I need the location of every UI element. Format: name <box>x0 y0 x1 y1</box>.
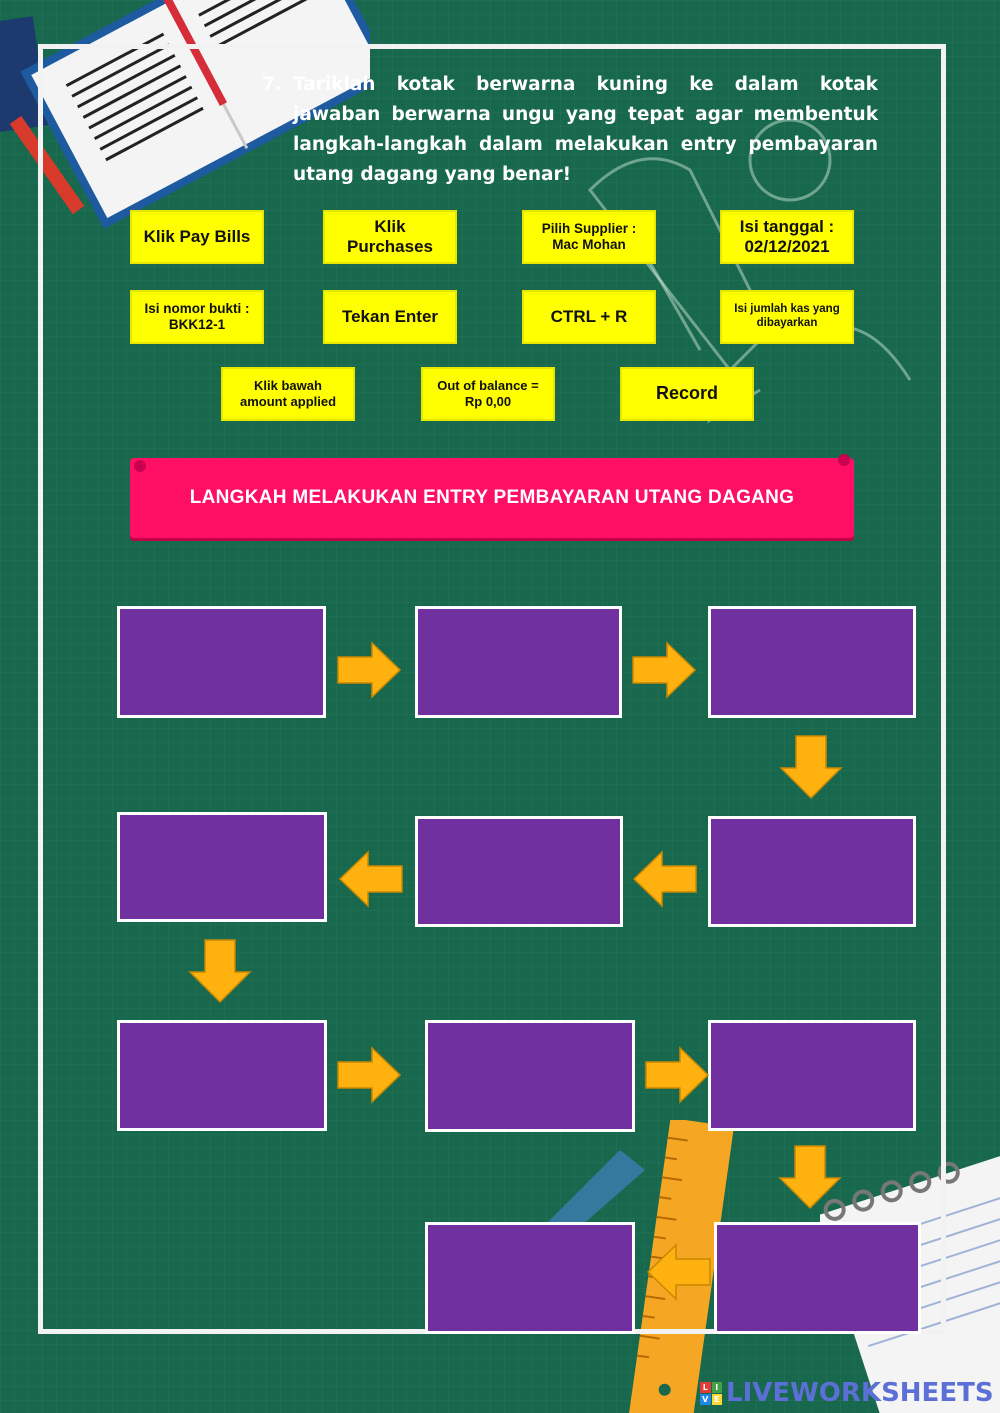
answer-slot-3[interactable] <box>708 606 916 718</box>
option-ctrl-r[interactable]: CTRL + R <box>522 290 656 344</box>
option-klik-bawah-amount-applied[interactable]: Klik bawah amount applied <box>221 367 355 421</box>
arrow-right-icon <box>645 1046 710 1104</box>
banner-pin <box>838 454 850 466</box>
option-out-of-balance[interactable]: Out of balance = Rp 0,00 <box>421 367 555 421</box>
answer-slot-10[interactable] <box>714 1222 921 1334</box>
arrow-down-icon <box>188 939 252 1004</box>
answer-slot-2[interactable] <box>415 606 622 718</box>
answer-slot-9[interactable] <box>708 1020 916 1131</box>
banner-pin <box>134 460 146 472</box>
option-isi-jumlah-kas[interactable]: Isi jumlah kas yang dibayarkan <box>720 290 854 344</box>
answer-slot-8[interactable] <box>425 1020 635 1132</box>
answer-slot-6[interactable] <box>117 812 327 922</box>
question-number: 7. <box>262 74 282 95</box>
section-banner: LANGKAH MELAKUKAN ENTRY PEMBAYARAN UTANG… <box>130 454 854 538</box>
answer-slot-4[interactable] <box>708 816 916 927</box>
option-pilih-supplier[interactable]: Pilih Supplier : Mac Mohan <box>522 210 656 264</box>
book-decoration <box>0 0 370 229</box>
question-text: Tariklah kotak berwarna kuning ke dalam … <box>293 74 878 185</box>
arrow-right-icon <box>337 1046 402 1104</box>
brand-text: LIVEWORKSHEETS <box>726 1378 994 1408</box>
option-klik-pay-bills[interactable]: Klik Pay Bills <box>130 210 264 264</box>
arrow-down-icon <box>778 1145 842 1210</box>
answer-slot-5[interactable] <box>415 816 623 927</box>
answer-slot-7[interactable] <box>117 1020 327 1131</box>
option-tekan-enter[interactable]: Tekan Enter <box>323 290 457 344</box>
arrow-left-icon <box>338 850 403 908</box>
option-record[interactable]: Record <box>620 367 754 421</box>
arrow-left-icon <box>632 850 697 908</box>
arrow-left-icon <box>646 1243 711 1301</box>
option-isi-nomor-bukti[interactable]: Isi nomor bukti : BKK12-1 <box>130 290 264 344</box>
answer-slot-1[interactable] <box>117 606 326 718</box>
answer-slot-11[interactable] <box>425 1222 635 1334</box>
arrow-right-icon <box>337 641 402 699</box>
blue-pen-decoration <box>540 1150 645 1240</box>
option-klik-purchases[interactable]: Klik Purchases <box>323 210 457 264</box>
option-isi-tanggal[interactable]: Isi tanggal : 02/12/2021 <box>720 210 854 264</box>
arrow-right-icon <box>632 641 697 699</box>
banner-title: LANGKAH MELAKUKAN ENTRY PEMBAYARAN UTANG… <box>189 487 795 508</box>
arrow-down-icon <box>779 735 843 800</box>
